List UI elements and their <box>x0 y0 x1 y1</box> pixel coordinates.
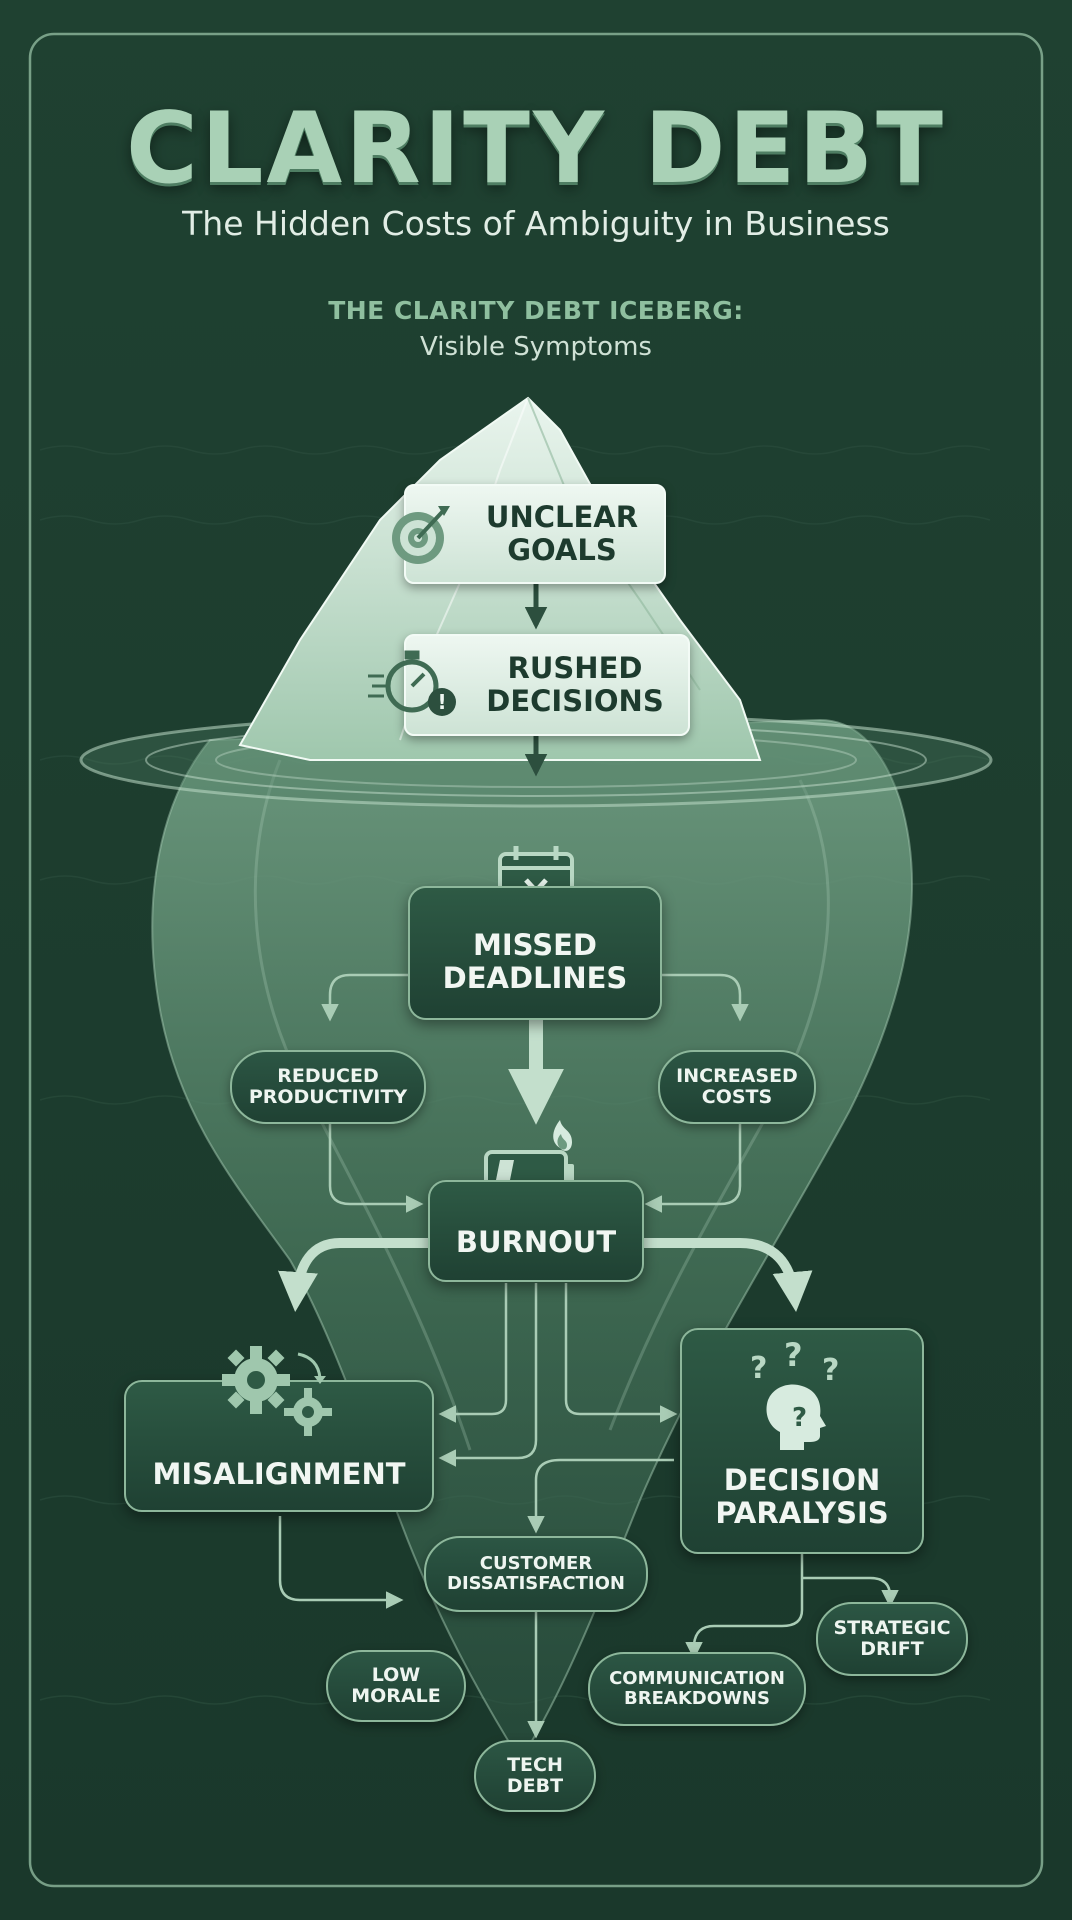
target-icon <box>392 506 450 564</box>
section-label: THE CLARITY DEBT ICEBERG: <box>328 296 744 325</box>
node-strategic-drift-line2: DRIFT <box>860 1638 924 1660</box>
arrow-paralysis-to-strategic <box>802 1576 899 1608</box>
head-question-icon: ? ? ? ? <box>750 1340 839 1450</box>
node-low-morale-line2: MORALE <box>351 1685 441 1707</box>
node-burnout: BURNOUT <box>428 1180 644 1282</box>
arrow-burnout-to-misalignment <box>278 1238 428 1312</box>
node-misalignment-line1: MISALIGNMENT <box>152 1456 406 1491</box>
arrow-burnout-to-paralysis-2 <box>564 1283 678 1423</box>
node-missed-deadlines-line2: DEADLINES <box>442 961 628 995</box>
arrow-burnout-to-paralysis <box>644 1238 813 1312</box>
svg-text:?: ? <box>822 1353 839 1388</box>
node-increased-costs: INCREASED COSTS <box>658 1050 816 1124</box>
svg-text:?: ? <box>750 1351 767 1386</box>
node-rushed-decisions-line1: RUSHED <box>507 651 643 686</box>
arrow-burnout-to-misalignment-3 <box>438 1283 538 1467</box>
svg-text:?: ? <box>784 1340 803 1374</box>
page-title: CLARITY DEBT <box>126 92 946 206</box>
arrow-reduced-to-burnout <box>328 1124 424 1213</box>
node-reduced-productivity: REDUCED PRODUCTIVITY <box>230 1050 426 1124</box>
node-missed-deadlines: MISSED DEADLINES <box>408 886 662 1020</box>
arrow-increased-to-burnout <box>644 1124 742 1213</box>
arrow-misalignment-to-lowmorale <box>278 1516 404 1609</box>
node-communication-breakdowns: COMMUNICATION BREAKDOWNS <box>588 1652 806 1726</box>
node-rushed-decisions: RUSHED DECISIONS <box>404 634 690 736</box>
node-unclear-goals-line2: GOALS <box>507 533 617 567</box>
node-customer-dissatisfaction: CUSTOMER DISSATISFACTION <box>424 1536 648 1612</box>
arrow-burnout-to-misalignment-2 <box>438 1283 508 1423</box>
node-communication-breakdowns-line2: BREAKDOWNS <box>624 1688 770 1709</box>
svg-text:!: ! <box>437 690 446 714</box>
page-subtitle: The Hidden Costs of Ambiguity in Busines… <box>182 204 890 243</box>
node-increased-costs-line2: COSTS <box>701 1086 773 1108</box>
node-tech-debt-line2: DEBT <box>506 1775 564 1797</box>
node-rushed-decisions-line2: DECISIONS <box>486 684 664 718</box>
arrow-missed-to-increased <box>662 973 749 1022</box>
arrow-to-customer <box>527 1458 674 1534</box>
node-low-morale-line1: LOW <box>371 1663 421 1686</box>
node-decision-paralysis-line1: DECISION <box>723 1463 881 1498</box>
node-strategic-drift: STRATEGIC DRIFT <box>816 1602 968 1676</box>
section-sublabel: Visible Symptoms <box>420 332 652 362</box>
node-tech-debt-line1: TECH <box>507 1753 563 1776</box>
gears-icon <box>222 1346 332 1436</box>
node-burnout-line1: BURNOUT <box>455 1224 617 1259</box>
node-decision-paralysis-line2: PARALYSIS <box>715 1496 889 1530</box>
node-unclear-goals: UNCLEAR GOALS <box>404 484 666 584</box>
node-missed-deadlines-line1: MISSED <box>472 928 597 963</box>
node-tech-debt: TECH DEBT <box>474 1740 596 1812</box>
stopwatch-alert-icon: ! <box>368 650 456 716</box>
node-customer-dissatisfaction-line1: CUSTOMER <box>479 1552 593 1574</box>
node-reduced-productivity-line2: PRODUCTIVITY <box>248 1086 408 1108</box>
node-increased-costs-line1: INCREASED <box>676 1064 798 1087</box>
node-communication-breakdowns-line1: COMMUNICATION <box>609 1667 785 1689</box>
arrow-missed-to-reduced <box>321 973 408 1022</box>
node-reduced-productivity-line1: REDUCED <box>277 1064 379 1087</box>
node-strategic-drift-line1: STRATEGIC <box>833 1616 951 1639</box>
node-unclear-goals-line1: UNCLEAR <box>485 500 639 535</box>
node-low-morale: LOW MORALE <box>326 1650 466 1722</box>
node-customer-dissatisfaction-line2: DISSATISFACTION <box>447 1573 625 1594</box>
arrow-paralysis-to-communication <box>685 1554 804 1660</box>
svg-text:?: ? <box>792 1403 807 1433</box>
